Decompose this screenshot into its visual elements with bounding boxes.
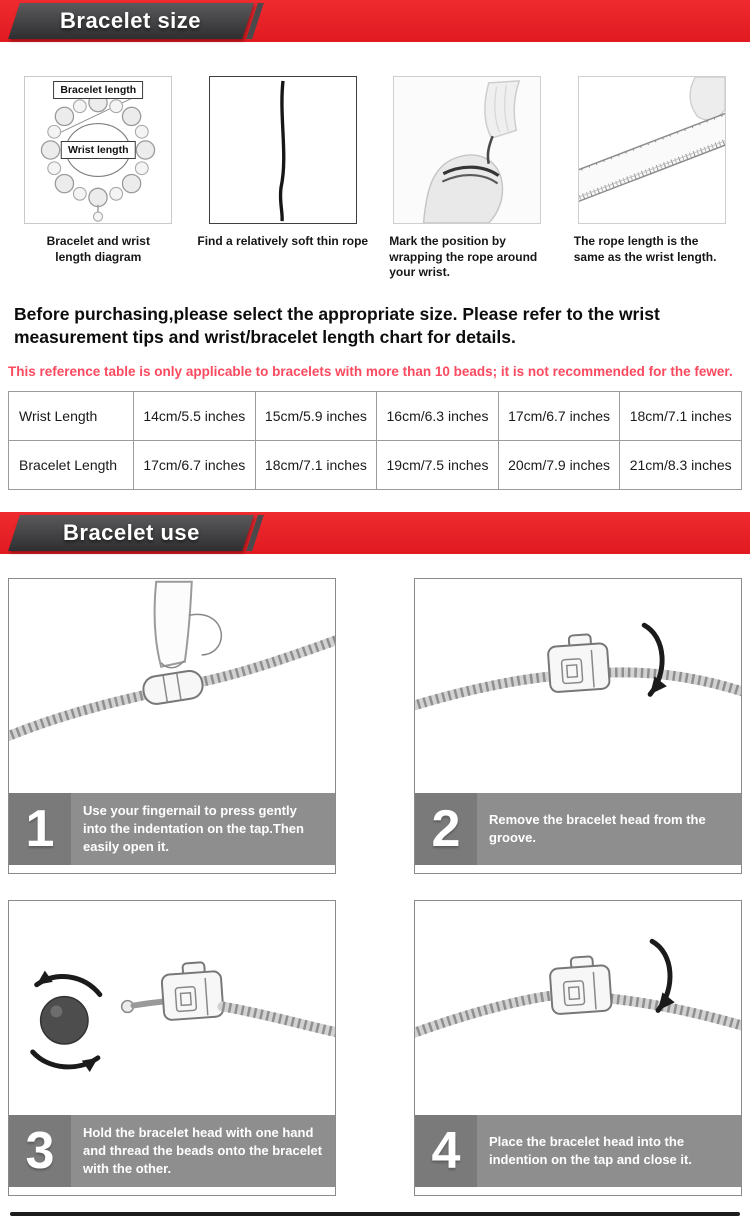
thread-beads-illustration: [30, 961, 335, 1073]
rope-image: [208, 76, 357, 224]
press-clasp-illustration: [9, 580, 335, 742]
size-section-banner: Bracelet size: [0, 0, 750, 42]
measure-step-ruler: The rope length is the same as the wrist…: [562, 76, 743, 281]
use-banner-tab: Bracelet use: [8, 515, 254, 552]
use-step-panel-3: 3 Hold the bracelet head with one hand a…: [8, 900, 336, 1197]
table-cell: 14cm/5.5 inches: [133, 391, 256, 442]
table-cell: 17cm/6.7 inches: [133, 440, 256, 491]
measure-step-rope: Find a relatively soft thin rope: [193, 76, 374, 281]
remove-head-illustration: [415, 622, 741, 711]
table-cell: 20cm/7.9 inches: [497, 440, 621, 491]
bracelet-length-label: Bracelet length: [53, 81, 144, 99]
table-cell: 21cm/8.3 inches: [619, 440, 742, 491]
measurement-steps-row: Bracelet length Wrist length Bracelet an…: [0, 76, 750, 281]
step-caption-bar: 1 Use your fingernail to press gently in…: [9, 793, 335, 866]
use-steps-grid: 1 Use your fingernail to press gently in…: [0, 578, 750, 1197]
wrist-length-row: Wrist Length 14cm/5.5 inches 15cm/5.9 in…: [8, 391, 742, 442]
table-row-header: Wrist Length: [8, 391, 134, 442]
thin-rope-illustration: [278, 80, 286, 222]
measure-step-caption: Bracelet and wrist length diagram: [46, 234, 150, 264]
use-step-panel-2: 2 Remove the bracelet head from the groo…: [414, 578, 742, 875]
table-cell: 19cm/7.5 inches: [376, 440, 499, 491]
ruler-illustration: [578, 77, 725, 206]
step-caption-bar: 3 Hold the bracelet head with one hand a…: [9, 1115, 335, 1188]
size-banner-title: Bracelet size: [60, 8, 202, 33]
step-text: Use your fingernail to press gently into…: [83, 802, 304, 855]
step-text: Hold the bracelet head with one hand and…: [83, 1124, 323, 1177]
step-caption-bar: 4 Place the bracelet head into the inden…: [415, 1115, 741, 1188]
wrist-length-label: Wrist length: [61, 141, 136, 160]
size-intro-text: Before purchasing,please select the appr…: [14, 303, 660, 348]
bracelet-diagram-image: Bracelet length Wrist length: [24, 76, 173, 224]
table-cell: 15cm/5.9 inches: [254, 391, 378, 442]
size-table: Wrist Length 14cm/5.5 inches 15cm/5.9 in…: [8, 391, 742, 491]
measure-step-diagram: Bracelet length Wrist length Bracelet an…: [8, 76, 189, 281]
measure-step-wrap: Mark the position by wrapping the rope a…: [377, 76, 558, 281]
use-step-panel-4: 4 Place the bracelet head into the inden…: [414, 900, 742, 1197]
step-text: Remove the bracelet head from the groove…: [489, 811, 706, 846]
measure-step-caption: The rope length is the same as the wrist…: [573, 234, 717, 264]
measure-step-caption: Find a relatively soft thin rope: [197, 234, 369, 248]
measure-step-caption: Mark the position by wrapping the rope a…: [389, 234, 538, 280]
size-banner-tab: Bracelet size: [8, 3, 254, 39]
size-note-text: This reference table is only applicable …: [8, 364, 733, 380]
ruler-image: [577, 76, 726, 224]
table-cell: 18cm/7.1 inches: [254, 440, 378, 491]
step-number: 4: [415, 1115, 477, 1188]
hands-wrapping-rope-illustration: [394, 77, 541, 223]
table-cell: 18cm/7.1 inches: [619, 391, 742, 442]
table-cell: 16cm/6.3 inches: [376, 391, 499, 442]
use-step-panel-1: 1 Use your fingernail to press gently in…: [8, 578, 336, 875]
step-number: 2: [415, 793, 477, 866]
step-number: 1: [9, 793, 71, 866]
use-section-banner: Bracelet use: [0, 512, 750, 555]
bracelet-length-row: Bracelet Length 17cm/6.7 inches 18cm/7.1…: [8, 440, 742, 491]
step-number: 3: [9, 1115, 71, 1188]
step-caption-bar: 2 Remove the bracelet head from the groo…: [415, 793, 741, 866]
wrap-wrist-image: [393, 76, 542, 224]
close-clasp-illustration: [415, 938, 741, 1038]
table-row-header: Bracelet Length: [8, 440, 134, 491]
table-cell: 17cm/6.7 inches: [497, 391, 621, 442]
step-text: Place the bracelet head into the indenti…: [489, 1133, 692, 1168]
use-banner-title: Bracelet use: [62, 520, 200, 546]
